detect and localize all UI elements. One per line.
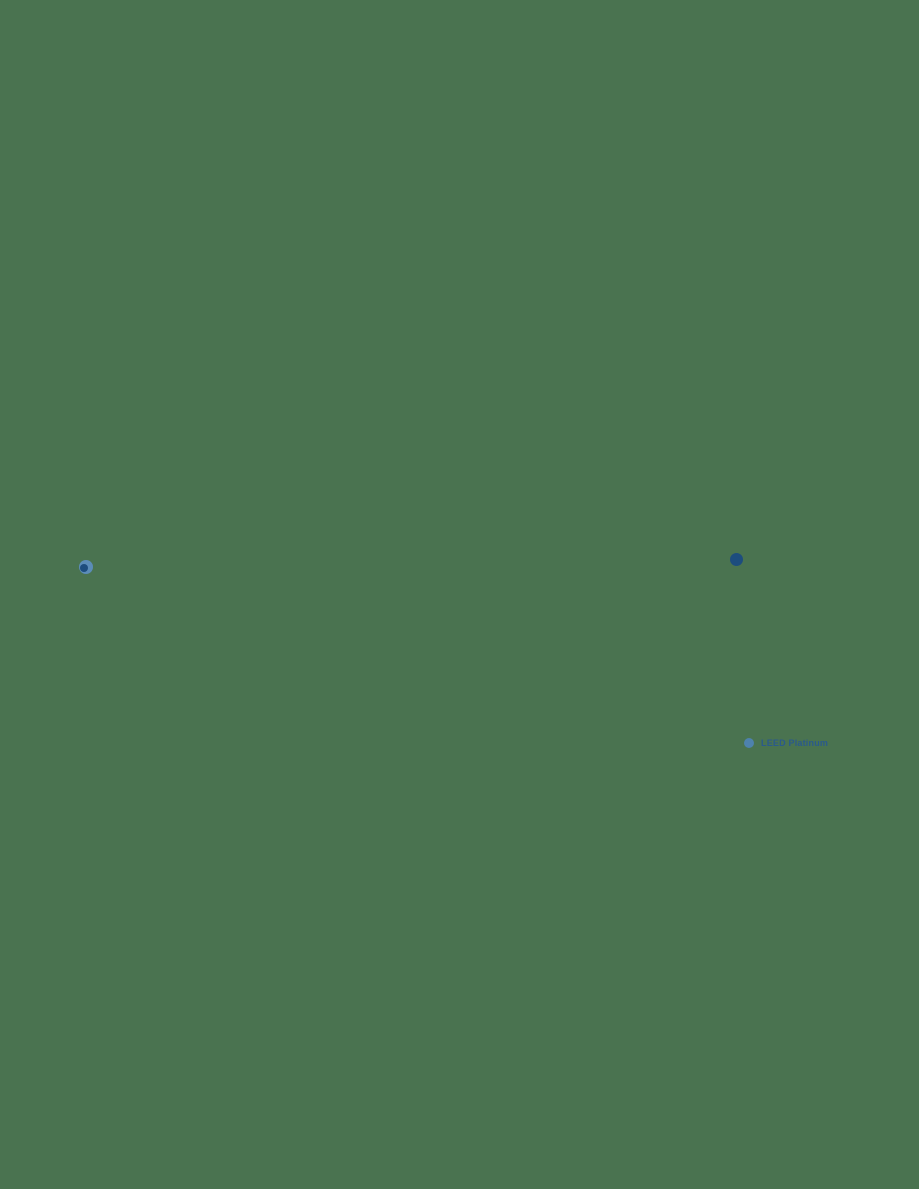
leed-platinum-label: LEED Platinum xyxy=(761,738,829,748)
leed-platinum-dot-icon xyxy=(744,738,754,748)
building-marker-east[interactable] xyxy=(730,553,743,566)
leed-platinum-legend: LEED Platinum xyxy=(744,738,828,748)
building-marker-west[interactable] xyxy=(79,560,93,574)
building-marker-west-inner-dot xyxy=(80,564,88,572)
